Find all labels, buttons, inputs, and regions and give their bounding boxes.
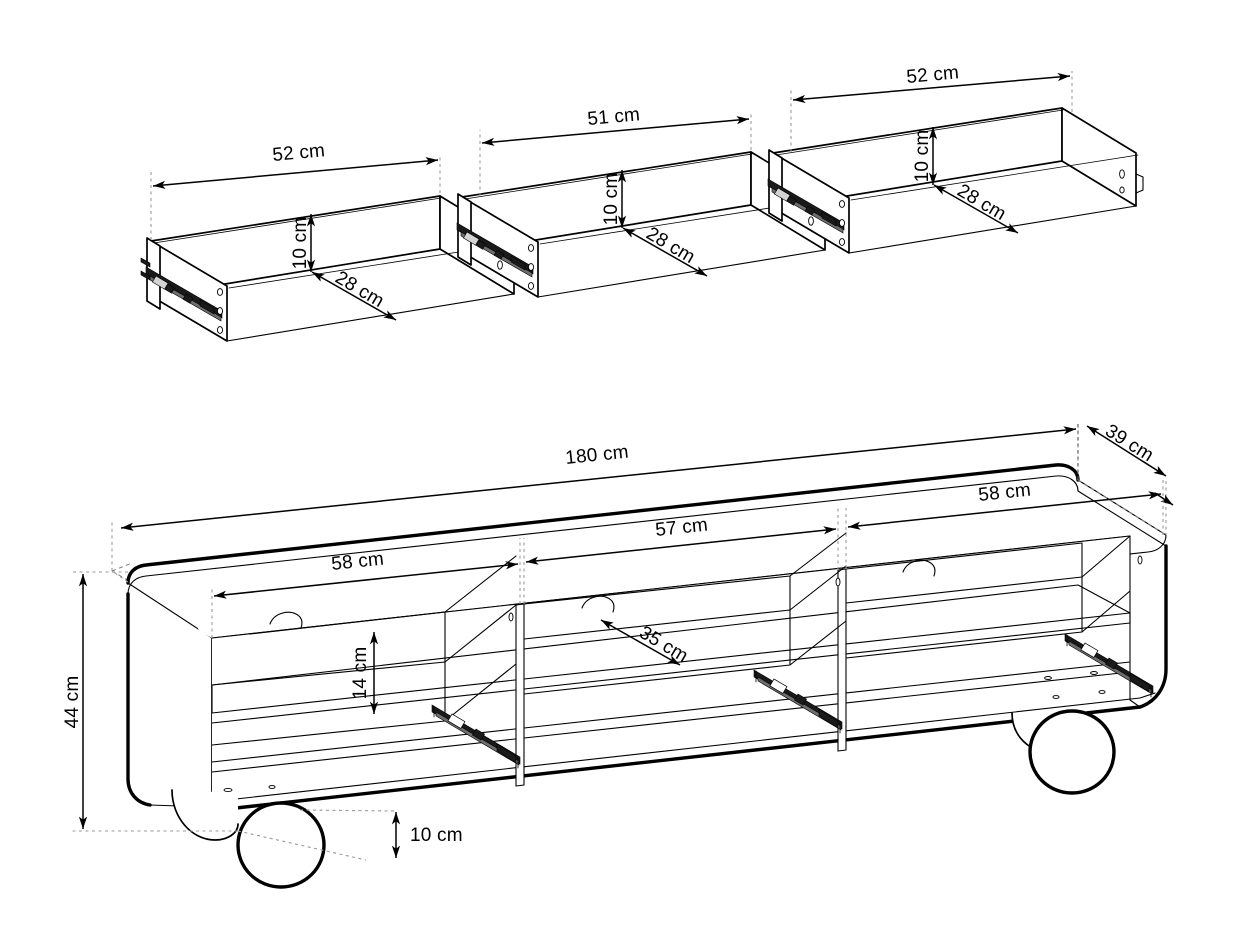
cabinet-right-bay-shelf-recede bbox=[845, 576, 1083, 659]
dim-line-drawer-mid-depth bbox=[622, 227, 708, 277]
drawer-right-far-hole bbox=[1119, 169, 1125, 179]
dim-label-drawer-right-width: 52 cm bbox=[906, 62, 960, 88]
cabinet-bottom-board-front bbox=[211, 661, 1131, 763]
dim-label-cabinet-height: 44 cm bbox=[62, 676, 83, 729]
cabinet-bottom-board-thickness bbox=[211, 671, 1131, 773]
cabinet-top-left-edge bbox=[127, 582, 213, 639]
dim-line-cabinet-width bbox=[120, 426, 1077, 531]
drawer-right-dowel-hole bbox=[838, 200, 846, 208]
drawer-right: 52 cm 10 cm 28 cm bbox=[767, 62, 1144, 254]
dim-line-cabinet-depth bbox=[1086, 425, 1167, 477]
drawer-left-front-end-panel bbox=[151, 241, 227, 341]
cabinet-left-end-panel bbox=[128, 594, 212, 802]
drawer-middle-dowel-hole bbox=[527, 244, 535, 252]
dim-label-opening-height: 14 cm bbox=[350, 647, 371, 700]
dim-label-drawer-mid-height: 10 cm bbox=[601, 173, 622, 226]
dim-label-drawer-left-height: 10 cm bbox=[290, 217, 311, 270]
drawer-middle-front-end-panel bbox=[462, 197, 538, 297]
cabinet-right-wall-hole bbox=[1137, 555, 1143, 565]
cabinet-right-outer-edge bbox=[1138, 544, 1168, 709]
drawer-left-back-panel bbox=[151, 196, 440, 296]
cable-cutout-icon-right bbox=[902, 559, 936, 577]
cabinet-divider-left-hole bbox=[508, 612, 514, 622]
dim-label-drawer-left-width: 52 cm bbox=[272, 140, 326, 166]
cabinet-mid-shelf-thickness bbox=[211, 622, 1131, 724]
drawer-middle-back-panel bbox=[462, 152, 751, 252]
cabinet-left-bay-shelf-recede bbox=[211, 661, 446, 746]
cable-cutout-icon-left bbox=[269, 611, 303, 629]
drawer-right-right-end-panel bbox=[1062, 108, 1136, 206]
cabinet-screw-hole bbox=[223, 787, 233, 793]
drawer-left: 52 cm 10 cm 28 cm bbox=[140, 140, 517, 342]
cabinet-divider-right-hole bbox=[835, 577, 841, 587]
drawer-right-runner-hardware bbox=[767, 178, 845, 234]
castor-left-front bbox=[236, 801, 326, 889]
drawer-left-dowel-hole bbox=[216, 288, 224, 296]
cabinet-left-bay-back-diag bbox=[444, 604, 517, 663]
cabinet-runner-left bbox=[431, 704, 521, 769]
dim-line-drawer-left-width bbox=[152, 157, 439, 189]
dim-ext-cabinet-width-a bbox=[111, 521, 129, 583]
castor-right-front bbox=[1028, 709, 1116, 795]
cabinet-bottom-outer-edge bbox=[234, 705, 1142, 810]
cabinet-divider-right bbox=[838, 569, 846, 751]
drawer-right-back-panel bbox=[773, 108, 1062, 208]
dim-line-shelf-depth bbox=[600, 619, 681, 666]
cable-cutout-icon-middle bbox=[581, 595, 615, 613]
dim-line-drawer-right-width bbox=[792, 72, 1071, 104]
castor-left-rear bbox=[171, 789, 239, 841]
dim-label-castor-clearance: 10 cm bbox=[410, 825, 463, 846]
drawer-left-rail-thickness bbox=[153, 197, 442, 244]
cabinet-runner-middle bbox=[753, 669, 843, 734]
cabinet-interior-back bbox=[212, 536, 1130, 799]
dim-ext-castor-a bbox=[237, 830, 367, 861]
dim-line-bay-right bbox=[847, 491, 1162, 530]
dim-label-drawer-mid-width: 51 cm bbox=[587, 104, 641, 130]
drawer-left-runner-hardware bbox=[140, 257, 223, 322]
drawer-right-front-end-panel bbox=[773, 153, 849, 253]
drawer-right-bracket bbox=[1135, 173, 1144, 194]
dim-line-bay-left bbox=[213, 561, 519, 599]
cabinet-view: 180 cm 39 cm 44 cm 58 cm 57 cm 58 cm 14 … bbox=[62, 420, 1174, 889]
drawer-middle-runner-hardware bbox=[456, 222, 534, 278]
dim-ext-castor-b bbox=[299, 809, 397, 812]
dim-line-drawer-mid-width bbox=[481, 116, 750, 146]
cabinet-bottom-outer-edge-2 bbox=[235, 697, 1141, 800]
dim-label-drawer-right-height: 10 cm bbox=[912, 130, 933, 183]
dim-line-drawer-right-depth bbox=[933, 184, 1019, 234]
dim-line-drawer-left-depth bbox=[311, 271, 397, 321]
cabinet-divider-left bbox=[516, 604, 524, 786]
cabinet-left-outer-edge bbox=[126, 592, 152, 807]
dim-line-bay-mid bbox=[525, 526, 837, 565]
cabinet-runner-right bbox=[1064, 633, 1154, 698]
